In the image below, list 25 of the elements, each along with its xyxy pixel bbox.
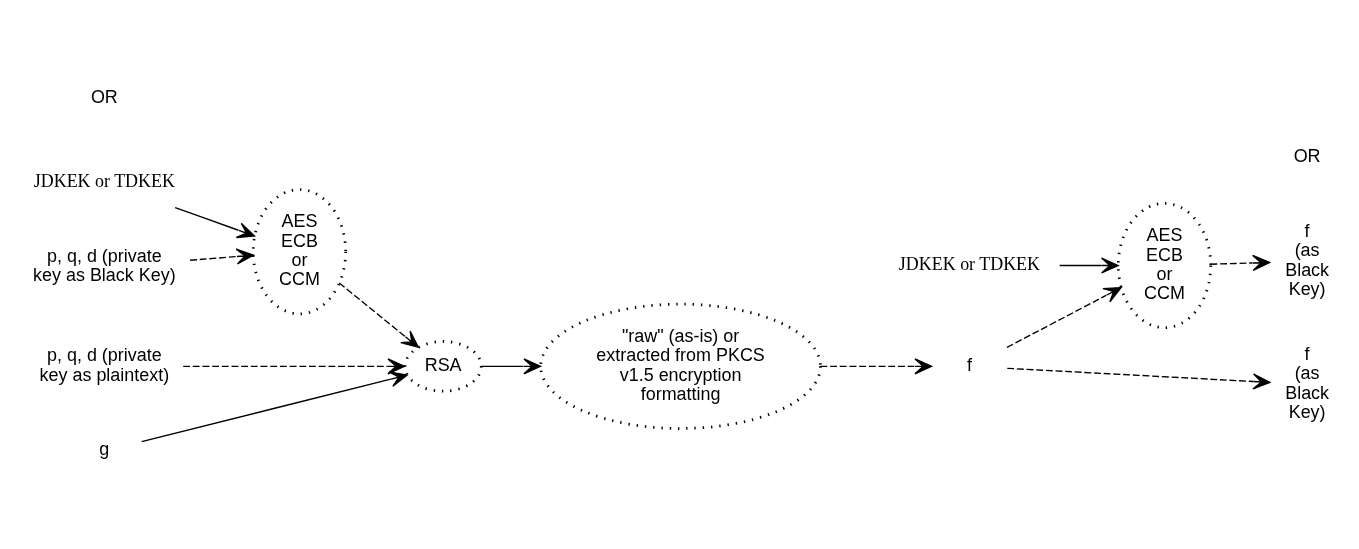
arrow	[174, 206, 256, 239]
node-ellipse: AES ECB or CCM	[251, 188, 348, 316]
arrow	[1209, 254, 1271, 272]
node-text: f	[966, 355, 972, 376]
arrow	[182, 358, 406, 375]
node-text: f (as Black Key)	[1285, 344, 1330, 423]
arrow	[481, 358, 542, 375]
label: OR	[1293, 146, 1321, 167]
node-text: f (as Black Key)	[1285, 221, 1330, 300]
arrow	[1006, 367, 1271, 390]
node-text: p, q, d (private key as Black Key)	[33, 245, 176, 286]
node-ellipse: "raw" (as-is) or extracted from PKCS v1.5 encryption formatting	[539, 302, 822, 430]
node-text: JDKEK or TDKEK	[33, 171, 175, 192]
arrow	[1006, 286, 1122, 349]
node-text: JDKEK or TDKEK	[898, 254, 1041, 275]
arrow	[819, 358, 933, 375]
arrow	[189, 248, 255, 265]
node-text: g	[99, 439, 110, 460]
arrow	[1059, 257, 1119, 274]
arrow	[141, 371, 408, 443]
node-ellipse: RSA	[403, 340, 483, 393]
node-ellipse: AES ECB or CCM	[1116, 201, 1213, 330]
label: OR	[90, 87, 118, 108]
arrow	[338, 282, 419, 348]
node-text: p, q, d (private key as plaintext)	[39, 345, 170, 385]
